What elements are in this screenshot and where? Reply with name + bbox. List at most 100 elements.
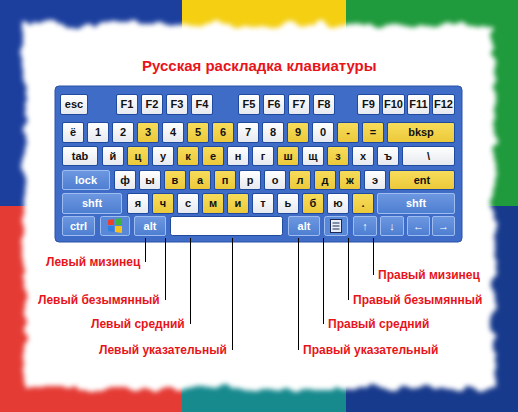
torn-paper-frame: [24, 24, 494, 388]
finger-label: Левый мизинец: [46, 255, 140, 269]
key-label: е: [210, 151, 216, 162]
key-label: у: [160, 151, 166, 162]
key-label: alt: [144, 221, 157, 232]
key-label: д: [322, 175, 329, 186]
keyboard-key: ctrl: [62, 216, 95, 236]
keyboard-key: F5: [238, 94, 260, 115]
key-label: esc: [65, 99, 83, 110]
finger-label: Левый средний: [91, 317, 185, 331]
keyboard-key: 1: [87, 122, 109, 143]
key-label: \: [427, 151, 430, 162]
keyboard-key: ю: [327, 193, 349, 214]
finger-label: Правый мизинец: [378, 268, 480, 282]
key-label: ё: [70, 127, 76, 138]
keyboard-key: и: [227, 193, 249, 214]
leader-line: [298, 238, 299, 350]
key-label: F3: [171, 99, 184, 110]
keyboard-key: F8: [313, 94, 335, 115]
key-label: б: [310, 198, 317, 209]
keyboard-key: esc: [60, 94, 88, 115]
leader-line: [232, 238, 233, 350]
keyboard-key: ч: [152, 193, 174, 214]
key-label: 6: [220, 127, 226, 138]
key-label: ф: [120, 175, 130, 186]
key-label: 7: [245, 127, 251, 138]
keyboard-key: з: [327, 146, 349, 166]
key-label: 0: [320, 127, 326, 138]
key-label: я: [135, 198, 141, 209]
key-label: 4: [170, 127, 176, 138]
keyboard-key: а: [189, 170, 211, 190]
finger-label: Правый безымянный: [353, 293, 482, 307]
keyboard-key: alt: [134, 216, 166, 236]
keyboard-key: ent: [389, 170, 455, 190]
keyboard-key: F6: [263, 94, 285, 115]
keyboard-key: п: [214, 170, 236, 190]
key-label: F2: [146, 99, 159, 110]
finger-label: Левый указательный: [99, 343, 227, 357]
keyboard-key: -: [337, 122, 359, 143]
keyboard-key: .: [352, 193, 374, 214]
keyboard-key: 4: [162, 122, 184, 143]
keyboard-key: л: [289, 170, 311, 190]
keyboard-key: F11: [407, 94, 430, 115]
key-label: ь: [285, 198, 292, 209]
key-label: н: [235, 151, 242, 162]
finger-label: Правый средний: [328, 317, 429, 331]
keyboard-key: у: [152, 146, 174, 166]
keyboard-key: =: [362, 122, 384, 143]
key-label: ж: [346, 175, 354, 186]
menu-icon: [331, 220, 342, 233]
key-label: F9: [362, 99, 375, 110]
key-label: F7: [293, 99, 306, 110]
key-label: F11: [409, 99, 427, 110]
key-label: -: [346, 127, 350, 138]
keyboard-key: я: [127, 193, 149, 214]
keyboard-key: х: [352, 146, 374, 166]
keyboard-body: [55, 86, 462, 242]
keyboard-key: р: [239, 170, 261, 190]
key-label: г: [261, 151, 266, 162]
leader-line: [145, 238, 146, 262]
key-label: =: [370, 127, 376, 138]
keyboard-key: 5: [187, 122, 209, 143]
key-label: F8: [318, 99, 331, 110]
key-label: п: [222, 175, 229, 186]
key-label: з: [335, 151, 340, 162]
key-label: alt: [298, 221, 311, 232]
key-label: F10: [384, 99, 403, 110]
key-label: а: [197, 175, 203, 186]
keyboard-key: shft: [62, 193, 122, 214]
key-label: в: [172, 175, 179, 186]
keyboard-key: alt: [288, 216, 320, 236]
key-label: →: [438, 221, 449, 232]
keyboard-key: F7: [288, 94, 310, 115]
key-label: э: [372, 175, 378, 186]
paper: [34, 34, 484, 378]
keyboard-key: н: [227, 146, 249, 166]
keyboard-key: ъ: [377, 146, 399, 166]
keyboard-key: г: [252, 146, 274, 166]
keyboard-key: bksp: [387, 122, 455, 143]
key-label: ctrl: [70, 221, 87, 232]
keyboard-key: ф: [114, 170, 136, 190]
key-label: ←: [413, 221, 424, 232]
leader-lines: [146, 238, 374, 350]
key-label: 3: [145, 127, 151, 138]
leader-line: [323, 238, 324, 324]
keyboard-key: т: [252, 193, 274, 214]
keyboard-key: щ: [302, 146, 324, 166]
keyboard-key: shft: [377, 193, 455, 214]
space-bar: [171, 217, 283, 236]
key-label: ш: [283, 151, 292, 162]
key-label: ы: [145, 175, 154, 186]
key-label: ent: [414, 175, 431, 186]
keyboard-key: tab: [62, 146, 98, 166]
key-label: 2: [120, 127, 126, 138]
finger-label: Левый безымянный: [38, 293, 160, 307]
key-label: shft: [406, 198, 426, 209]
keyboard-key: F10: [382, 94, 405, 115]
keyboard-key: ц: [127, 146, 149, 166]
key-label: ц: [135, 151, 142, 162]
